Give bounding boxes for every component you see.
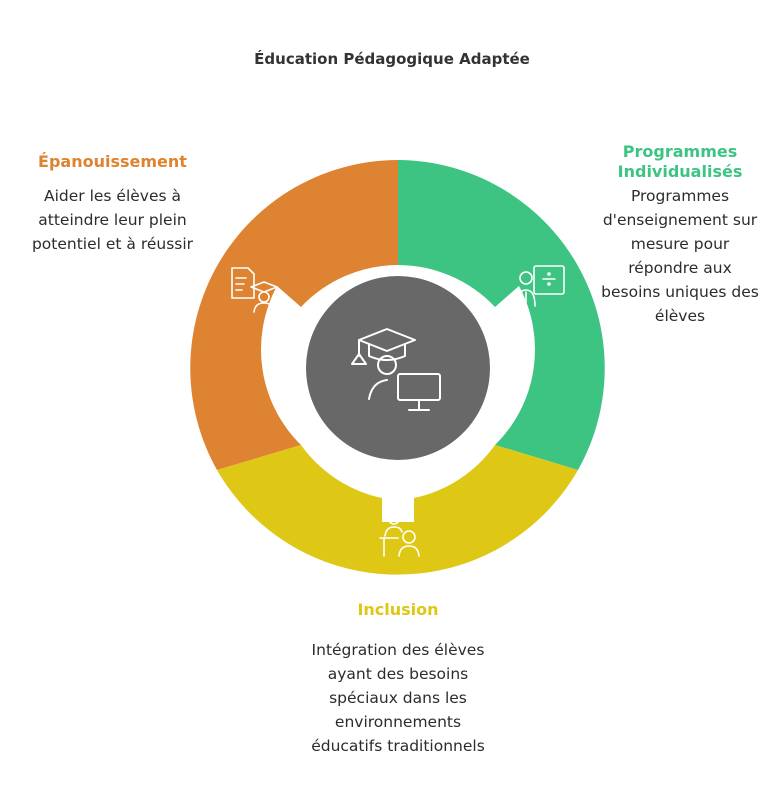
heading-programmes: Programmes Individualisés [617, 142, 743, 181]
description-inclusion: Intégration des élèves ayant des besoins… [311, 641, 485, 755]
graduate-computer-icon [351, 328, 441, 411]
segment-programmes [398, 160, 605, 470]
center-circle [306, 276, 490, 460]
heading-inclusion: Inclusion [357, 600, 439, 619]
label-inclusion: Inclusion Intégration des élèves ayant d… [308, 600, 488, 758]
teacher-board-icon [516, 265, 565, 307]
label-programmes: Programmes Individualisés Programmes d'e… [600, 142, 760, 328]
description-programmes: Programmes d'enseignement sur mesure pou… [601, 187, 759, 325]
label-epanouissement: Épanouissement Aider les élèves à attein… [10, 152, 215, 256]
diagram-title: Éducation Pédagogique Adaptée [254, 50, 530, 68]
segment-inclusion [217, 445, 578, 575]
document-graduate-icon [231, 267, 278, 313]
segment-epanouissement [190, 160, 398, 470]
description-epanouissement: Aider les élèves à atteindre leur plein … [31, 187, 194, 253]
heading-epanouissement: Épanouissement [38, 152, 187, 171]
two-people-icon [379, 513, 420, 557]
